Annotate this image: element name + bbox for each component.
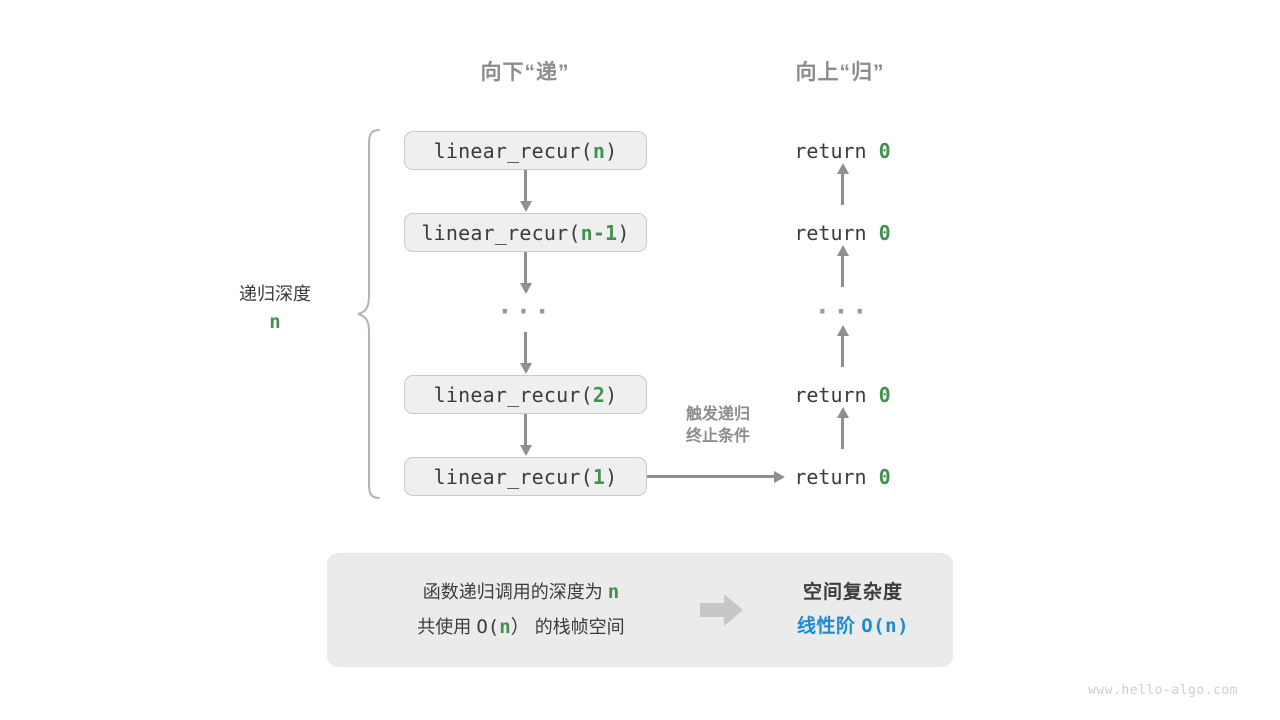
return-keyword: return [794,383,867,407]
call-box-suffix: ) [605,382,618,407]
complexity-order-label: 线性阶 [796,615,856,637]
return-value: 0 [878,221,891,245]
call-box-linear-recur-1: linear_recur(1) [404,457,647,496]
call-box-linear-recur-2: linear_recur(2) [404,375,647,414]
call-box-arg: 1 [592,464,606,489]
return-statement-4: return 0 [740,465,945,489]
summary-conclusion: 空间复杂度 线性阶 O(n) [753,577,953,643]
ascend-arrow-1-icon [841,172,844,205]
return-value: 0 [878,139,891,163]
call-box-prefix: linear_recur( [433,382,593,407]
recursion-depth-value: n [269,311,281,333]
return-statement-3: return 0 [740,383,945,407]
recursion-depth-label: 递归深度 n [190,281,360,337]
summary-line1-text: 函数递归调用的深度为 [422,581,603,602]
call-box-suffix: ) [605,464,618,489]
summary-line1-var: n [607,580,620,603]
depth-brace-icon [357,129,380,499]
summary-arrow [691,593,753,627]
column-header-ascend: 向上“归” [795,61,885,84]
space-complexity-title: 空间复杂度 [802,582,903,604]
call-box-arg: n-1 [580,220,618,245]
call-box-prefix: linear_recur( [433,138,593,163]
recursion-depth-text: 递归深度 [239,284,311,304]
complexity-order-expr: O(n) [861,614,910,637]
return-statement-2: return 0 [740,221,945,245]
descend-arrow-2-icon [524,252,527,285]
call-box-prefix: linear_recur( [421,220,581,245]
ascend-arrow-3-icon [841,334,844,367]
call-box-suffix: ) [605,138,618,163]
space-complexity-value: 线性阶 O(n) [753,610,953,643]
summary-line2-suffix: 的栈帧空间 [534,617,625,637]
return-stack-ellipsis: ··· [814,297,871,327]
ascend-arrow-4-icon [841,416,844,449]
summary-panel: 函数递归调用的深度为 n 共使用 O(n） 的栈帧空间 空间复杂度 线性阶 O(… [327,553,953,667]
return-value: 0 [878,465,891,489]
summary-line2-prefix: 共使用 [417,617,472,637]
call-box-arg: n [592,138,606,163]
base-case-arrow-icon [647,475,775,478]
summary-line2-close: ） [510,616,530,638]
return-value: 0 [878,383,891,407]
termination-note-line1: 触发递归 [685,406,750,423]
call-box-suffix: ) [617,220,630,245]
call-box-prefix: linear_recur( [433,464,593,489]
call-box-linear-recur-n: linear_recur(n) [404,131,647,170]
call-box-linear-recur-n-minus-1: linear_recur(n-1) [404,213,647,252]
summary-line2-var: n [499,616,511,638]
termination-condition-note: 触发递归 终止条件 [653,404,783,447]
summary-description: 函数递归调用的深度为 n 共使用 O(n） 的栈帧空间 [327,575,691,645]
return-keyword: return [794,221,867,245]
call-box-arg: 2 [592,382,606,407]
ascend-arrow-2-icon [841,254,844,287]
descend-arrow-3-icon [524,332,527,365]
return-statement-1: return 0 [740,139,945,163]
site-watermark: www.hello-algo.com [1088,683,1238,698]
descend-arrow-4-icon [524,414,527,447]
right-block-arrow-icon [700,594,743,626]
column-header-descend: 向下“递” [480,61,570,84]
return-keyword: return [794,139,867,163]
call-stack-ellipsis: ··· [497,297,553,327]
summary-line2-open: O( [476,616,500,638]
descend-arrow-1-icon [524,170,527,203]
termination-note-line2: 终止条件 [685,427,750,445]
return-keyword: return [794,465,867,489]
